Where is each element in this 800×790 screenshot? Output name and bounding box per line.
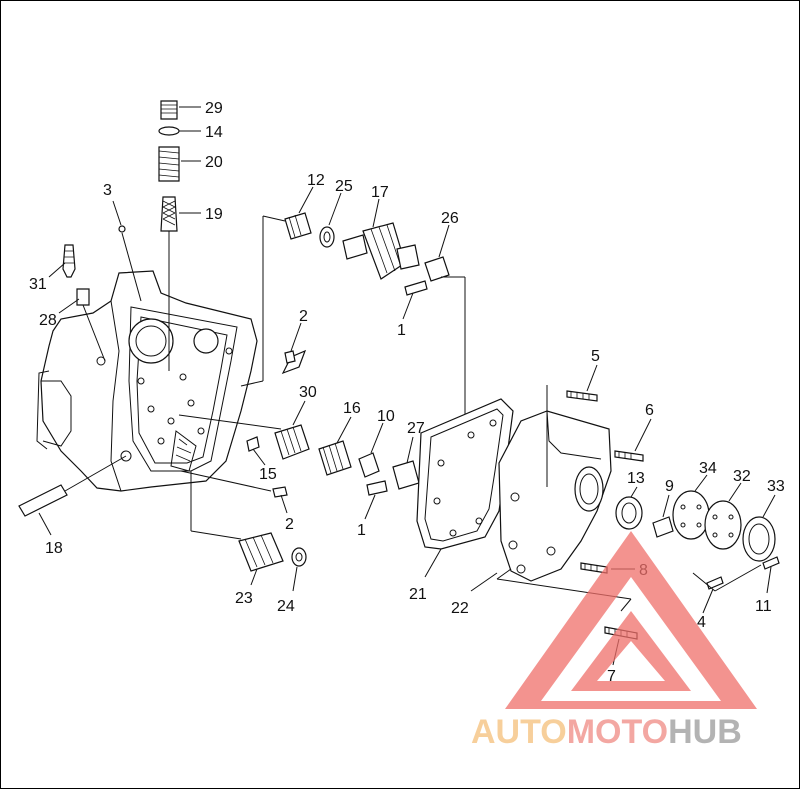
callout-26: 26 <box>441 210 459 227</box>
automotohub-watermark: AUTOMOTOHUB <box>471 531 757 751</box>
watermark-moto: MOTO <box>567 713 668 751</box>
callout-9: 9 <box>665 478 674 495</box>
plunger-stack <box>158 100 180 371</box>
callouts: 29 14 20 19 3 31 28 12 25 17 26 1 2 30 1… <box>29 100 785 685</box>
callout-28: 28 <box>39 312 57 329</box>
mainshaft-parts <box>178 349 420 498</box>
cover-plates <box>615 490 780 592</box>
callout-2-upper: 2 <box>299 308 308 325</box>
callout-31: 31 <box>29 276 47 293</box>
callout-21: 21 <box>409 586 427 603</box>
callout-29: 29 <box>205 100 223 117</box>
callout-11: 11 <box>755 598 772 615</box>
side-cover <box>496 385 632 612</box>
callout-23: 23 <box>235 590 253 607</box>
callout-32: 32 <box>733 468 751 485</box>
callout-7: 7 <box>607 668 616 685</box>
callout-15: 15 <box>259 466 277 483</box>
transmission-housing <box>36 270 258 492</box>
callout-34: 34 <box>699 460 717 477</box>
shift-drum <box>190 471 307 572</box>
upper-shaft-parts <box>284 212 450 296</box>
callout-17: 17 <box>371 184 389 201</box>
callout-1-upper: 1 <box>397 322 406 339</box>
callout-13: 13 <box>627 470 645 487</box>
callout-27: 27 <box>407 420 425 437</box>
callout-33: 33 <box>767 478 785 495</box>
watermark-triangle-logo <box>505 531 757 709</box>
callout-20: 20 <box>205 154 223 171</box>
callout-6: 6 <box>645 402 654 419</box>
callout-1-lower: 1 <box>357 522 366 539</box>
callout-3: 3 <box>103 182 112 199</box>
watermark-hub: HUB <box>668 713 742 751</box>
callout-18: 18 <box>45 540 63 557</box>
callout-2-lower: 2 <box>285 516 294 533</box>
callout-14: 14 <box>205 124 223 141</box>
callout-19: 19 <box>205 206 223 223</box>
callout-4: 4 <box>697 614 706 631</box>
callout-24: 24 <box>277 598 295 615</box>
callout-12: 12 <box>307 172 325 189</box>
svg-text:AUTOMOTOHUB: AUTOMOTOHUB <box>471 713 742 751</box>
callout-22: 22 <box>451 600 469 617</box>
sensor-fittings <box>18 225 142 517</box>
callout-25: 25 <box>335 178 353 195</box>
cover-gasket <box>416 398 514 550</box>
callout-30: 30 <box>299 384 317 401</box>
callout-10: 10 <box>377 408 395 425</box>
watermark-auto: AUTO <box>471 713 567 751</box>
callout-16: 16 <box>343 400 361 417</box>
callout-5: 5 <box>591 348 600 365</box>
